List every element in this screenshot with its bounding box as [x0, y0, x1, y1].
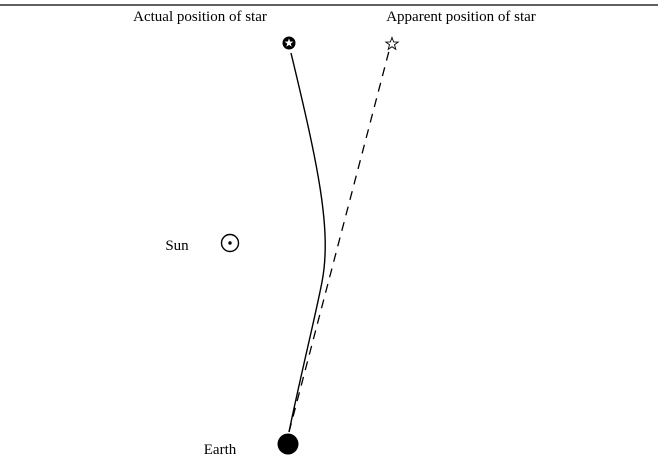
- actual-star-label: Actual position of star: [133, 9, 267, 25]
- apparent-star-icon: [384, 36, 400, 51]
- sun-icon: [220, 233, 240, 253]
- actual-light-path: [288, 52, 326, 433]
- actual-star-icon: [282, 36, 296, 50]
- apparent-star-label: Apparent position of star: [386, 9, 536, 25]
- sun-label: Sun: [165, 238, 189, 254]
- apparent-line-of-sight: [288, 50, 390, 433]
- earth-label: Earth: [204, 442, 237, 456]
- earth-icon: [277, 433, 299, 455]
